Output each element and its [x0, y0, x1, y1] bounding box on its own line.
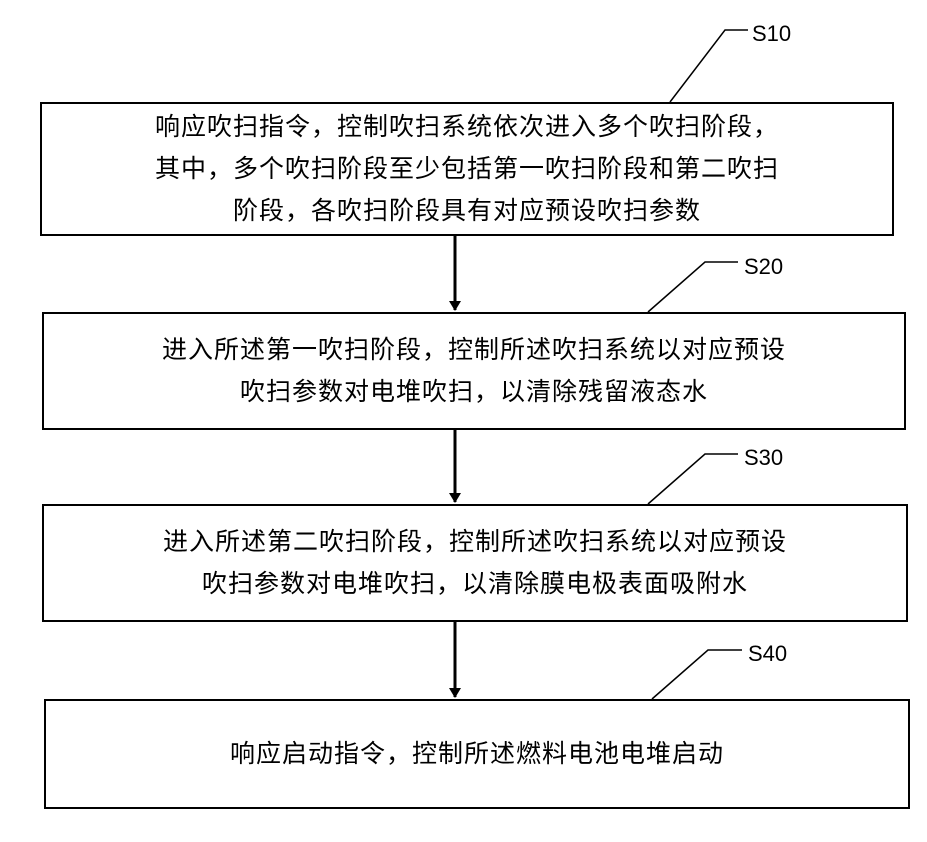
leader-line-s30: [648, 454, 738, 504]
step-label-s20: S20: [744, 255, 783, 279]
step-label-s40: S40: [748, 642, 787, 666]
leader-line-s40: [652, 650, 742, 699]
leader-line-s20: [648, 262, 738, 312]
step-text-s20: 进入所述第一吹扫阶段，控制所述吹扫系统以对应预设 吹扫参数对电堆吹扫，以清除残留…: [162, 329, 786, 413]
step-text-s10: 响应吹扫指令，控制吹扫系统依次进入多个吹扫阶段， 其中，多个吹扫阶段至少包括第一…: [155, 106, 779, 232]
step-box-s40: 响应启动指令，控制所述燃料电池电堆启动: [44, 699, 910, 809]
step-box-s10: 响应吹扫指令，控制吹扫系统依次进入多个吹扫阶段， 其中，多个吹扫阶段至少包括第一…: [40, 102, 894, 236]
step-label-s10: S10: [752, 22, 791, 46]
step-label-s30: S30: [744, 446, 783, 470]
step-text-s30: 进入所述第二吹扫阶段，控制所述吹扫系统以对应预设 吹扫参数对电堆吹扫，以清除膜电…: [163, 521, 787, 605]
step-box-s30: 进入所述第二吹扫阶段，控制所述吹扫系统以对应预设 吹扫参数对电堆吹扫，以清除膜电…: [42, 504, 908, 622]
leader-line-s10: [670, 30, 748, 102]
step-box-s20: 进入所述第一吹扫阶段，控制所述吹扫系统以对应预设 吹扫参数对电堆吹扫，以清除残留…: [42, 312, 906, 430]
step-text-s40: 响应启动指令，控制所述燃料电池电堆启动: [230, 733, 724, 775]
